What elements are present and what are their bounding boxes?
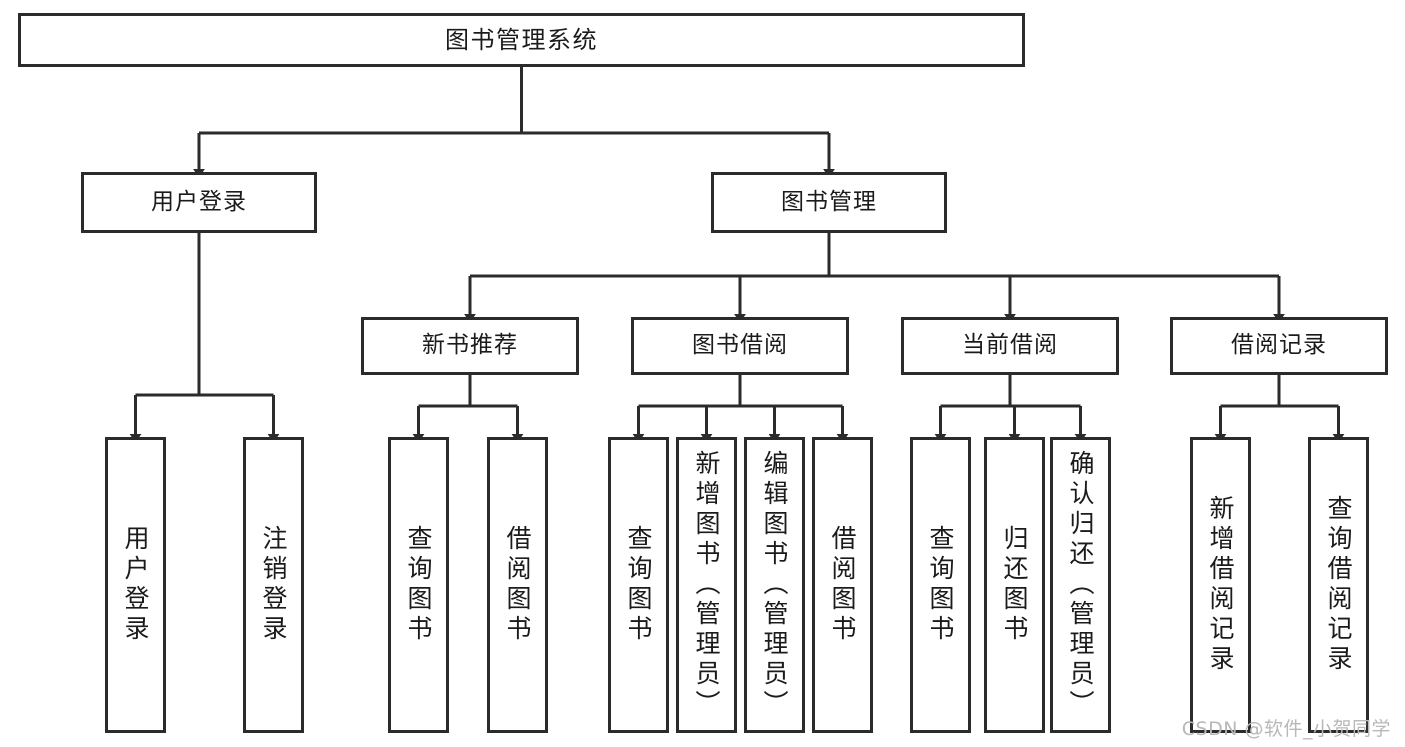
node-leaf-confirm-return: 确认归还（管理员） — [1050, 437, 1111, 733]
node-label: 新增图书（管理员） — [692, 450, 721, 720]
node-leaf-query-record: 查询借阅记录 — [1308, 437, 1369, 733]
node-label: 新增借阅记录 — [1206, 495, 1235, 675]
node-label: 编辑图书（管理员） — [760, 450, 789, 720]
node-leaf-add-record: 新增借阅记录 — [1190, 437, 1251, 733]
node-label: 当前借阅 — [962, 332, 1058, 359]
node-label: 查询图书 — [624, 525, 653, 645]
node-label: 注销登录 — [259, 525, 288, 645]
node-label: 查询图书 — [926, 525, 955, 645]
node-borrow-record: 借阅记录 — [1170, 317, 1388, 375]
node-label: 归还图书 — [1000, 525, 1029, 645]
node-current-borrow: 当前借阅 — [901, 317, 1119, 375]
node-user-login: 用户登录 — [81, 172, 317, 233]
node-label: 借阅图书 — [503, 525, 532, 645]
node-label: 图书管理 — [781, 188, 877, 215]
node-label: 确认归还（管理员） — [1066, 450, 1095, 720]
node-label: 查询借阅记录 — [1324, 495, 1353, 675]
node-label: 图书借阅 — [692, 332, 788, 359]
node-label: 新书推荐 — [422, 332, 518, 359]
node-leaf-query-book-borrow: 查询图书 — [608, 437, 669, 733]
node-label: 用户登录 — [151, 188, 247, 215]
node-label: 借阅图书 — [828, 525, 857, 645]
node-leaf-borrow-book: 借阅图书 — [812, 437, 873, 733]
node-leaf-return-book: 归还图书 — [984, 437, 1045, 733]
node-leaf-add-book: 新增图书（管理员） — [676, 437, 737, 733]
node-leaf-query-book-current: 查询图书 — [910, 437, 971, 733]
node-label: 借阅记录 — [1231, 332, 1327, 359]
node-leaf-borrow-book-rec: 借阅图书 — [487, 437, 548, 733]
node-book-borrow: 图书借阅 — [631, 317, 849, 375]
csdn-watermark: CSDN @软件_小贺同学 — [1181, 718, 1391, 740]
node-leaf-query-book-rec: 查询图书 — [388, 437, 449, 733]
node-new-book-recommend: 新书推荐 — [361, 317, 579, 375]
node-leaf-edit-book: 编辑图书（管理员） — [744, 437, 805, 733]
node-leaf-logout-login: 注销登录 — [243, 437, 304, 733]
node-label: 查询图书 — [404, 525, 433, 645]
node-label: 用户登录 — [121, 525, 150, 645]
node-label: 图书管理系统 — [445, 25, 598, 54]
node-root: 图书管理系统 — [18, 13, 1025, 67]
node-book-manage: 图书管理 — [711, 172, 947, 233]
node-leaf-user-login: 用户登录 — [105, 437, 166, 733]
